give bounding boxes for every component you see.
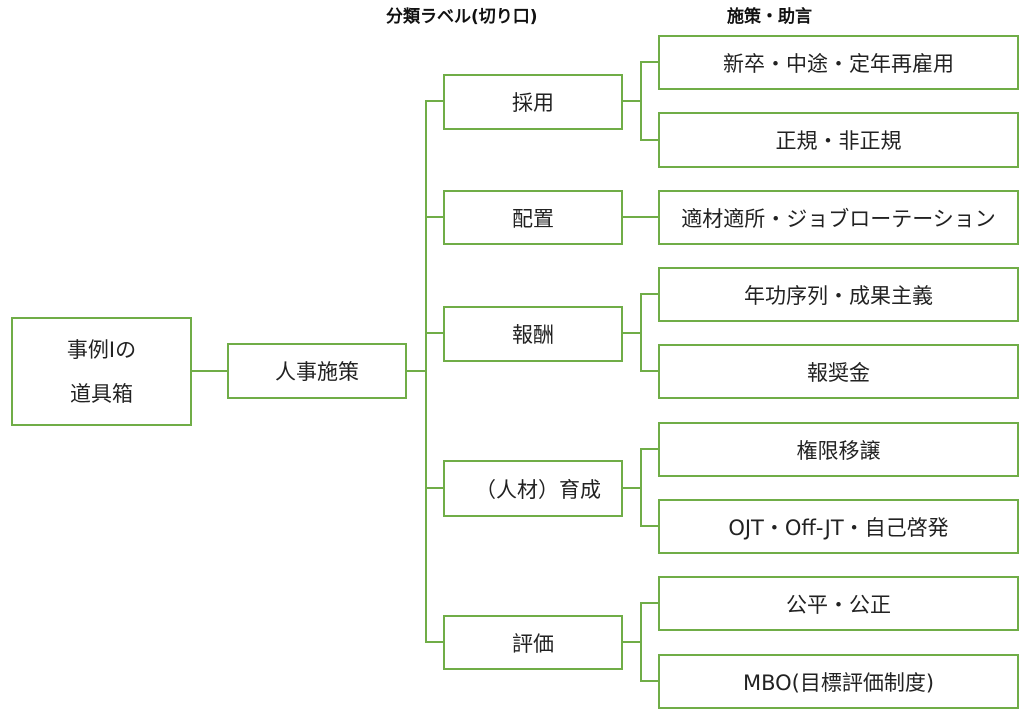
leaf-label: 新卒・中途・定年再雇用 [723,51,954,76]
category-label: （人材）育成 [475,477,601,502]
leaf-node: MBO(目標評価制度) [658,654,1019,709]
root-node: 事例Ⅰの 道具箱 [11,317,192,426]
leaf-label: 年功序列・成果主義 [744,283,933,308]
leaf-label: 報奨金 [807,360,870,385]
branch-node-label: 人事施策 [275,360,359,384]
category-label: 評価 [512,631,554,656]
leaf-node: 報奨金 [658,344,1019,399]
branch-node-hr-measures: 人事施策 [227,343,407,399]
category-node-compensation: 報酬 [443,306,623,362]
leaf-node: OJT・Off-JT・自己啓発 [658,499,1019,554]
leaf-label: MBO(目標評価制度) [742,670,935,695]
category-label: 採用 [512,91,554,115]
leaf-label: 公平・公正 [786,592,891,617]
root-node-line1: 事例Ⅰの [66,337,137,362]
measures-column-header: 施策・助言 [727,7,812,27]
category-node-development: （人材）育成 [443,460,623,517]
leaf-node: 適材適所・ジョブローテーション [658,190,1019,245]
category-node-evaluation: 評価 [443,615,623,670]
leaf-node: 正規・非正規 [658,112,1019,168]
category-label: 配置 [512,206,554,231]
leaf-node: 公平・公正 [658,576,1019,631]
leaf-node: 年功序列・成果主義 [658,267,1019,322]
leaf-label: OJT・Off-JT・自己啓発 [728,515,949,540]
category-column-header: 分類ラベル(切り口) [386,7,538,27]
category-node-placement: 配置 [443,190,623,245]
leaf-label: 正規・非正規 [775,129,902,153]
category-node-recruitment: 採用 [443,74,623,130]
leaf-label: 権限移譲 [796,438,881,463]
category-label: 報酬 [512,323,554,347]
leaf-node: 新卒・中途・定年再雇用 [658,35,1019,90]
leaf-label: 適材適所・ジョブローテーション [681,206,996,231]
leaf-node: 権限移譲 [658,422,1019,477]
root-node-line2: 道具箱 [70,381,133,406]
